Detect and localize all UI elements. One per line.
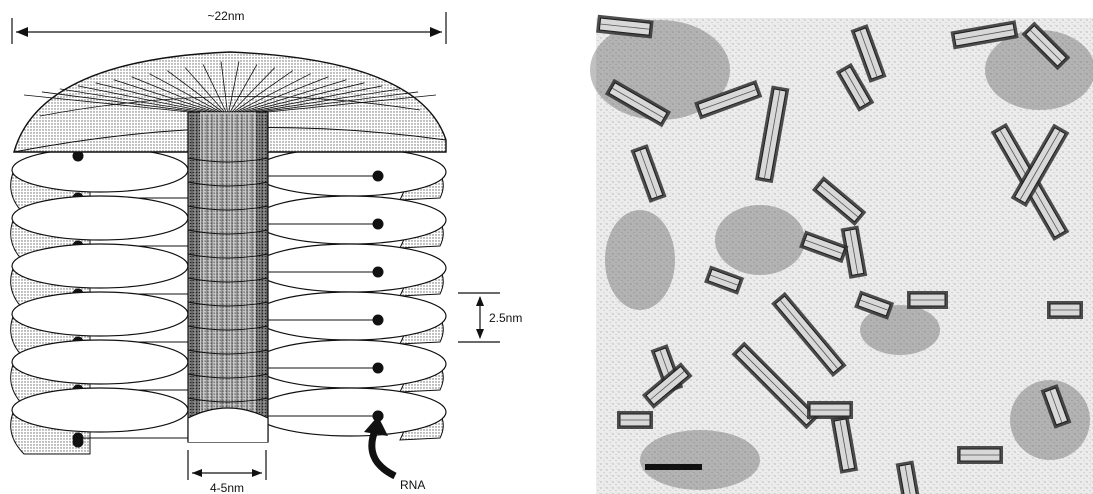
rna-dot bbox=[373, 363, 384, 374]
disk-right bbox=[254, 196, 446, 248]
width-dimension: ~22nm bbox=[12, 9, 446, 44]
channel-dimension: 4-5nm bbox=[188, 450, 266, 494]
rna-dot bbox=[373, 219, 384, 230]
central-channel bbox=[188, 112, 268, 442]
disk-right bbox=[254, 148, 446, 200]
rna-label: RNA bbox=[400, 478, 425, 492]
disk-right bbox=[254, 244, 446, 296]
rna-dot bbox=[373, 315, 384, 326]
disk-right bbox=[254, 388, 446, 440]
rna-dot bbox=[373, 171, 384, 182]
disk-right bbox=[254, 340, 446, 392]
virus-particle bbox=[957, 446, 1003, 464]
protein-disk-stack-diagram: ~22nm 4-5nm bbox=[8, 9, 523, 494]
rna-dot bbox=[373, 267, 384, 278]
disk-right bbox=[254, 292, 446, 344]
width-label: ~22nm bbox=[207, 9, 244, 23]
virus-particle bbox=[617, 411, 653, 429]
electron-micrograph bbox=[590, 15, 1093, 494]
virus-particle bbox=[907, 291, 948, 309]
scale-bar bbox=[645, 464, 702, 470]
disk-left bbox=[11, 388, 188, 454]
rna-dot bbox=[73, 437, 84, 448]
pitch-label: 2.5nm bbox=[489, 311, 522, 325]
channel-label: 4-5nm bbox=[210, 481, 244, 494]
pitch-dimension: 2.5nm bbox=[458, 293, 522, 342]
virus-particle bbox=[1047, 301, 1083, 319]
